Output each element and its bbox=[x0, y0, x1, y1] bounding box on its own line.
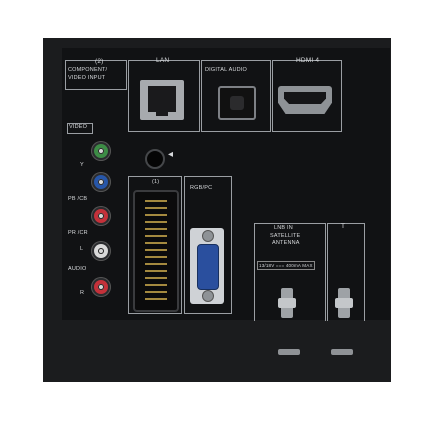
satellite-connector[interactable] bbox=[276, 280, 298, 324]
audio-l-jack[interactable] bbox=[91, 241, 111, 261]
satellite-frame bbox=[254, 223, 326, 321]
audio-r-jack[interactable] bbox=[91, 277, 111, 297]
y-label: Y bbox=[80, 162, 84, 168]
rgbpc-frame bbox=[184, 176, 232, 314]
audio-label: AUDIO bbox=[68, 266, 87, 272]
scart-label: (1) bbox=[152, 179, 160, 185]
audio-r-label: R bbox=[80, 290, 85, 296]
pr-jack[interactable] bbox=[91, 206, 111, 226]
lan-port[interactable] bbox=[140, 80, 184, 120]
hdmi-port[interactable] bbox=[278, 86, 332, 114]
component-header: (2) bbox=[95, 58, 104, 65]
video-y-jack[interactable] bbox=[91, 141, 111, 161]
hdmi-label: HDMI 4 bbox=[296, 57, 320, 64]
component-label-2: VIDEO INPUT bbox=[68, 75, 106, 81]
terrestrial-label: T bbox=[341, 223, 346, 230]
component-input-frame bbox=[65, 60, 127, 90]
digital-audio-label: DIGITAL AUDIO bbox=[205, 67, 248, 73]
vga-port[interactable] bbox=[190, 228, 224, 304]
scart-frame bbox=[128, 176, 182, 314]
stand-foot-right bbox=[331, 349, 353, 355]
digital-audio-frame bbox=[201, 60, 271, 132]
lnb-spec-label: 13/18V === 400mA MAX bbox=[257, 261, 315, 270]
terrestrial-connector[interactable] bbox=[333, 280, 355, 324]
arrow-icon: ◂ bbox=[168, 149, 174, 160]
audio-out-jack[interactable] bbox=[145, 149, 165, 169]
stand-foot-left bbox=[278, 349, 300, 355]
pb-jack[interactable] bbox=[91, 172, 111, 192]
optical-audio-port[interactable] bbox=[218, 86, 256, 120]
video-label: VIDEO bbox=[69, 124, 88, 130]
antenna-label: ANTENNA bbox=[272, 240, 300, 246]
pb-label: PB /CB bbox=[68, 196, 88, 202]
video-frame bbox=[67, 123, 93, 134]
lan-frame bbox=[128, 60, 200, 132]
lnb-in-label: LNB IN bbox=[274, 225, 293, 231]
rgbpc-label: RGB/PC bbox=[190, 185, 213, 191]
lan-label: LAN bbox=[156, 57, 170, 64]
component-label-1: COMPONENT/ bbox=[68, 67, 108, 73]
terrestrial-frame bbox=[327, 223, 365, 321]
pr-label: PR /CR bbox=[68, 230, 88, 236]
satellite-label: SATELLITE bbox=[270, 233, 301, 239]
audio-l-label: L bbox=[80, 246, 84, 252]
hdmi-frame bbox=[272, 60, 342, 132]
scart-port[interactable] bbox=[133, 190, 179, 312]
